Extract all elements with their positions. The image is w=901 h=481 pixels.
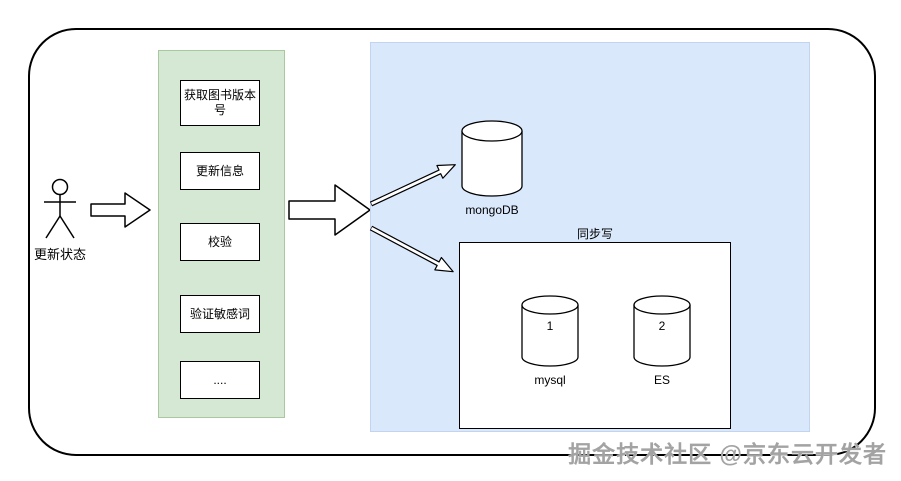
block-arrow-icon xyxy=(90,190,152,230)
step-get-version: 获取图书版本号 xyxy=(180,80,260,126)
big-block-arrow-icon xyxy=(288,180,372,240)
connector-arrow-to-syncbox-icon xyxy=(367,221,458,279)
step-sensitive-words: 验证敏感词 xyxy=(180,295,260,333)
mysql-number: 1 xyxy=(546,319,554,333)
mongodb-label: mongoDB xyxy=(465,203,519,217)
es-number: 2 xyxy=(658,319,666,333)
step-more: .... xyxy=(180,361,260,399)
connector-arrow-to-mongodb-icon xyxy=(368,157,460,211)
mongodb-cylinder-icon xyxy=(460,120,524,198)
watermark-text: 掘金技术社区 @京东云开发者 xyxy=(568,441,887,467)
sync-write-box: 1 mysql 2 ES xyxy=(459,242,731,429)
es-cylinder-icon: 2 xyxy=(632,295,692,369)
mysql-cylinder-icon: 1 xyxy=(520,295,580,369)
step-update-info: 更新信息 xyxy=(180,152,260,190)
actor-label: 更新状态 xyxy=(33,247,86,262)
pipeline-panel: 获取图书版本号 更新信息 校验 验证敏感词 .... xyxy=(158,50,285,418)
sync-write-label: 同步写 xyxy=(576,227,613,241)
step-validate: 校验 xyxy=(180,223,260,261)
es-label: ES xyxy=(653,373,670,387)
mysql-label: mysql xyxy=(534,373,566,387)
actor-icon xyxy=(38,178,82,240)
storage-panel: mongoDB 同步写 1 mysql 2 ES xyxy=(370,42,810,432)
